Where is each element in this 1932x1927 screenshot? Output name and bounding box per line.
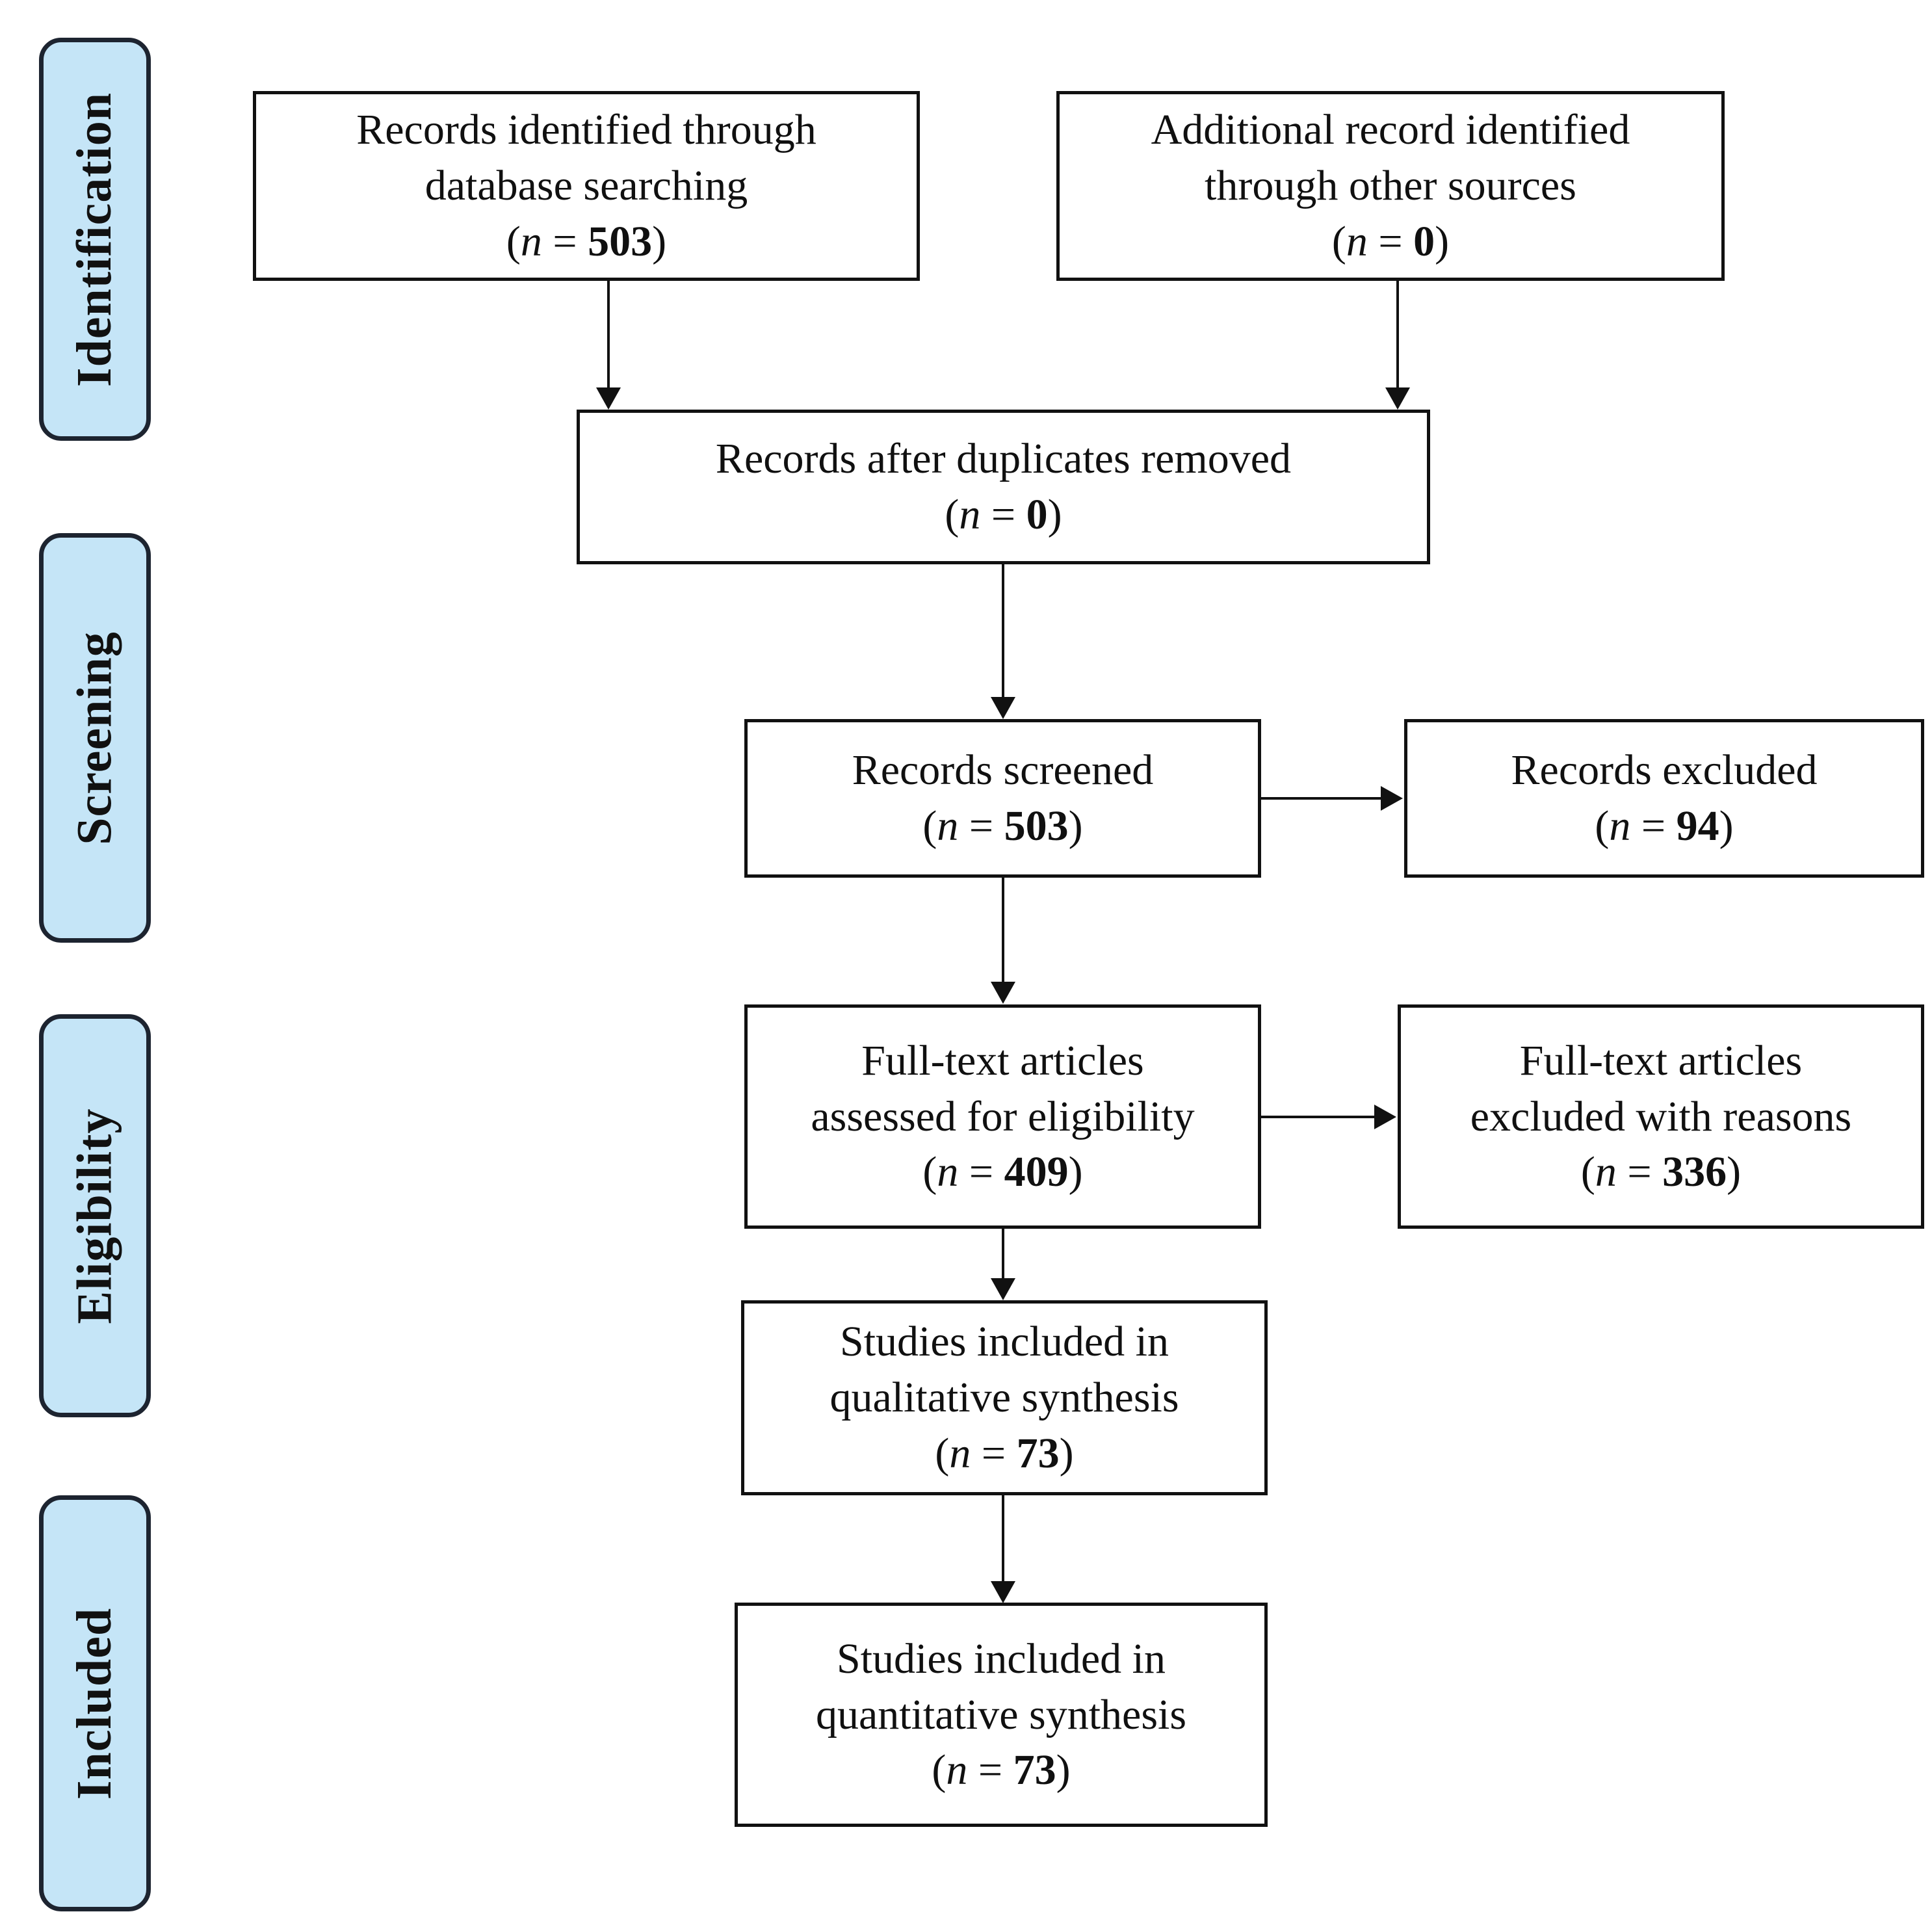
box-records-screened: Records screened (n = 503): [744, 719, 1261, 878]
box-count: (n = 0): [1331, 217, 1450, 265]
box-text: Full-text articles assessed for eligibil…: [811, 1033, 1194, 1200]
connector-screened-to-fulltext: [1002, 878, 1004, 983]
box-count: (n = 73): [935, 1429, 1074, 1477]
arrowhead-screened-to-excluded: [1381, 786, 1403, 811]
n-value: 73: [1016, 1429, 1060, 1477]
box-line-1: Studies included in: [840, 1318, 1169, 1366]
box-line-1: Additional record identified: [1151, 106, 1630, 154]
box-records-after-duplicates-removed: Records after duplicates removed (n = 0): [577, 410, 1430, 564]
box-text: Records identified through database sear…: [356, 102, 816, 269]
box-count: (n = 503): [506, 217, 667, 265]
arrowhead-duplicates-to-screened: [991, 697, 1015, 719]
box-count: (n = 0): [945, 491, 1062, 538]
box-count: (n = 409): [922, 1148, 1083, 1196]
n-symbol: n: [946, 1746, 968, 1794]
stage-label-eligibility: Eligibility: [67, 1108, 122, 1324]
box-line-1: Records screened: [852, 746, 1154, 794]
connector-qualitative-to-quantitative: [1002, 1495, 1004, 1582]
box-count: (n = 503): [922, 802, 1083, 850]
stage-label-screening: Screening: [67, 631, 122, 845]
n-value: 503: [588, 217, 653, 265]
n-symbol: n: [949, 1429, 971, 1477]
box-fulltext-excluded-with-reasons: Full-text articles excluded with reasons…: [1398, 1004, 1924, 1229]
box-records-excluded: Records excluded (n = 94): [1404, 719, 1924, 878]
n-value: 336: [1662, 1148, 1727, 1196]
box-line-2: database searching: [424, 162, 748, 210]
n-symbol: n: [959, 491, 981, 538]
box-text: Studies included in qualitative synthesi…: [829, 1314, 1179, 1481]
box-line-1: Full-text articles: [861, 1036, 1144, 1084]
n-symbol: n: [937, 1148, 959, 1196]
connector-fulltext-to-excluded-reasons: [1261, 1116, 1376, 1118]
box-line-1: Full-text articles: [1519, 1036, 1803, 1084]
connector-fulltext-to-qualitative: [1002, 1229, 1004, 1279]
stage-label-identification: Identification: [67, 92, 122, 387]
box-records-identified-database-searching: Records identified through database sear…: [253, 91, 920, 281]
box-line-2: excluded with reasons: [1470, 1092, 1852, 1140]
connector-other-sources-to-duplicates: [1396, 281, 1399, 389]
n-symbol: n: [937, 802, 959, 850]
box-text: Records screened (n = 503): [852, 742, 1154, 854]
n-value: 503: [1004, 802, 1069, 850]
box-fulltext-assessed-for-eligibility: Full-text articles assessed for eligibil…: [744, 1004, 1261, 1229]
stage-pill-included: Included: [39, 1495, 151, 1911]
n-value: 0: [1413, 217, 1435, 265]
connector-db-search-to-duplicates: [607, 281, 610, 389]
box-text: Studies included in quantitative synthes…: [816, 1631, 1186, 1798]
box-text: Full-text articles excluded with reasons…: [1470, 1033, 1852, 1200]
box-line-2: quantitative synthesis: [815, 1690, 1187, 1738]
stage-pill-screening: Screening: [39, 533, 151, 943]
box-count: (n = 94): [1595, 802, 1734, 850]
stage-pill-eligibility: Eligibility: [39, 1014, 151, 1417]
arrowhead-screened-to-fulltext: [991, 982, 1015, 1004]
box-studies-qualitative-synthesis: Studies included in qualitative synthesi…: [741, 1300, 1268, 1495]
arrowhead-fulltext-to-excluded-reasons: [1374, 1105, 1396, 1129]
n-symbol: n: [1609, 802, 1631, 850]
n-value: 409: [1004, 1148, 1069, 1196]
stage-pill-identification: Identification: [39, 38, 151, 441]
n-value: 73: [1013, 1746, 1056, 1794]
n-symbol: n: [1595, 1148, 1617, 1196]
arrowhead-qualitative-to-quantitative: [991, 1581, 1015, 1603]
box-studies-quantitative-synthesis: Studies included in quantitative synthes…: [735, 1603, 1268, 1827]
arrowhead-other-sources-to-duplicates: [1385, 387, 1410, 410]
box-count: (n = 73): [932, 1746, 1071, 1794]
box-text: Additional record identified through oth…: [1151, 102, 1630, 269]
box-text: Records excluded (n = 94): [1511, 742, 1818, 854]
box-line-2: qualitative synthesis: [829, 1374, 1179, 1422]
n-symbol: n: [520, 217, 542, 265]
connector-screened-to-excluded: [1261, 797, 1382, 800]
box-count: (n = 336): [1580, 1148, 1742, 1196]
box-line-1: Records after duplicates removed: [715, 435, 1292, 483]
box-line-2: assessed for eligibility: [811, 1092, 1195, 1140]
connector-duplicates-to-screened: [1002, 564, 1004, 698]
stage-label-included: Included: [67, 1607, 122, 1800]
n-value: 94: [1676, 802, 1719, 850]
arrowhead-fulltext-to-qualitative: [991, 1278, 1015, 1300]
box-text: Records after duplicates removed (n = 0): [716, 431, 1291, 543]
box-line-1: Records identified through: [356, 106, 816, 154]
arrowhead-db-search-to-duplicates: [596, 387, 621, 410]
box-line-1: Records excluded: [1511, 746, 1818, 794]
box-additional-record-other-sources: Additional record identified through oth…: [1056, 91, 1725, 281]
n-symbol: n: [1346, 217, 1368, 265]
box-line-1: Studies included in: [837, 1634, 1166, 1683]
box-line-2: through other sources: [1205, 162, 1576, 210]
n-value: 0: [1026, 491, 1048, 538]
